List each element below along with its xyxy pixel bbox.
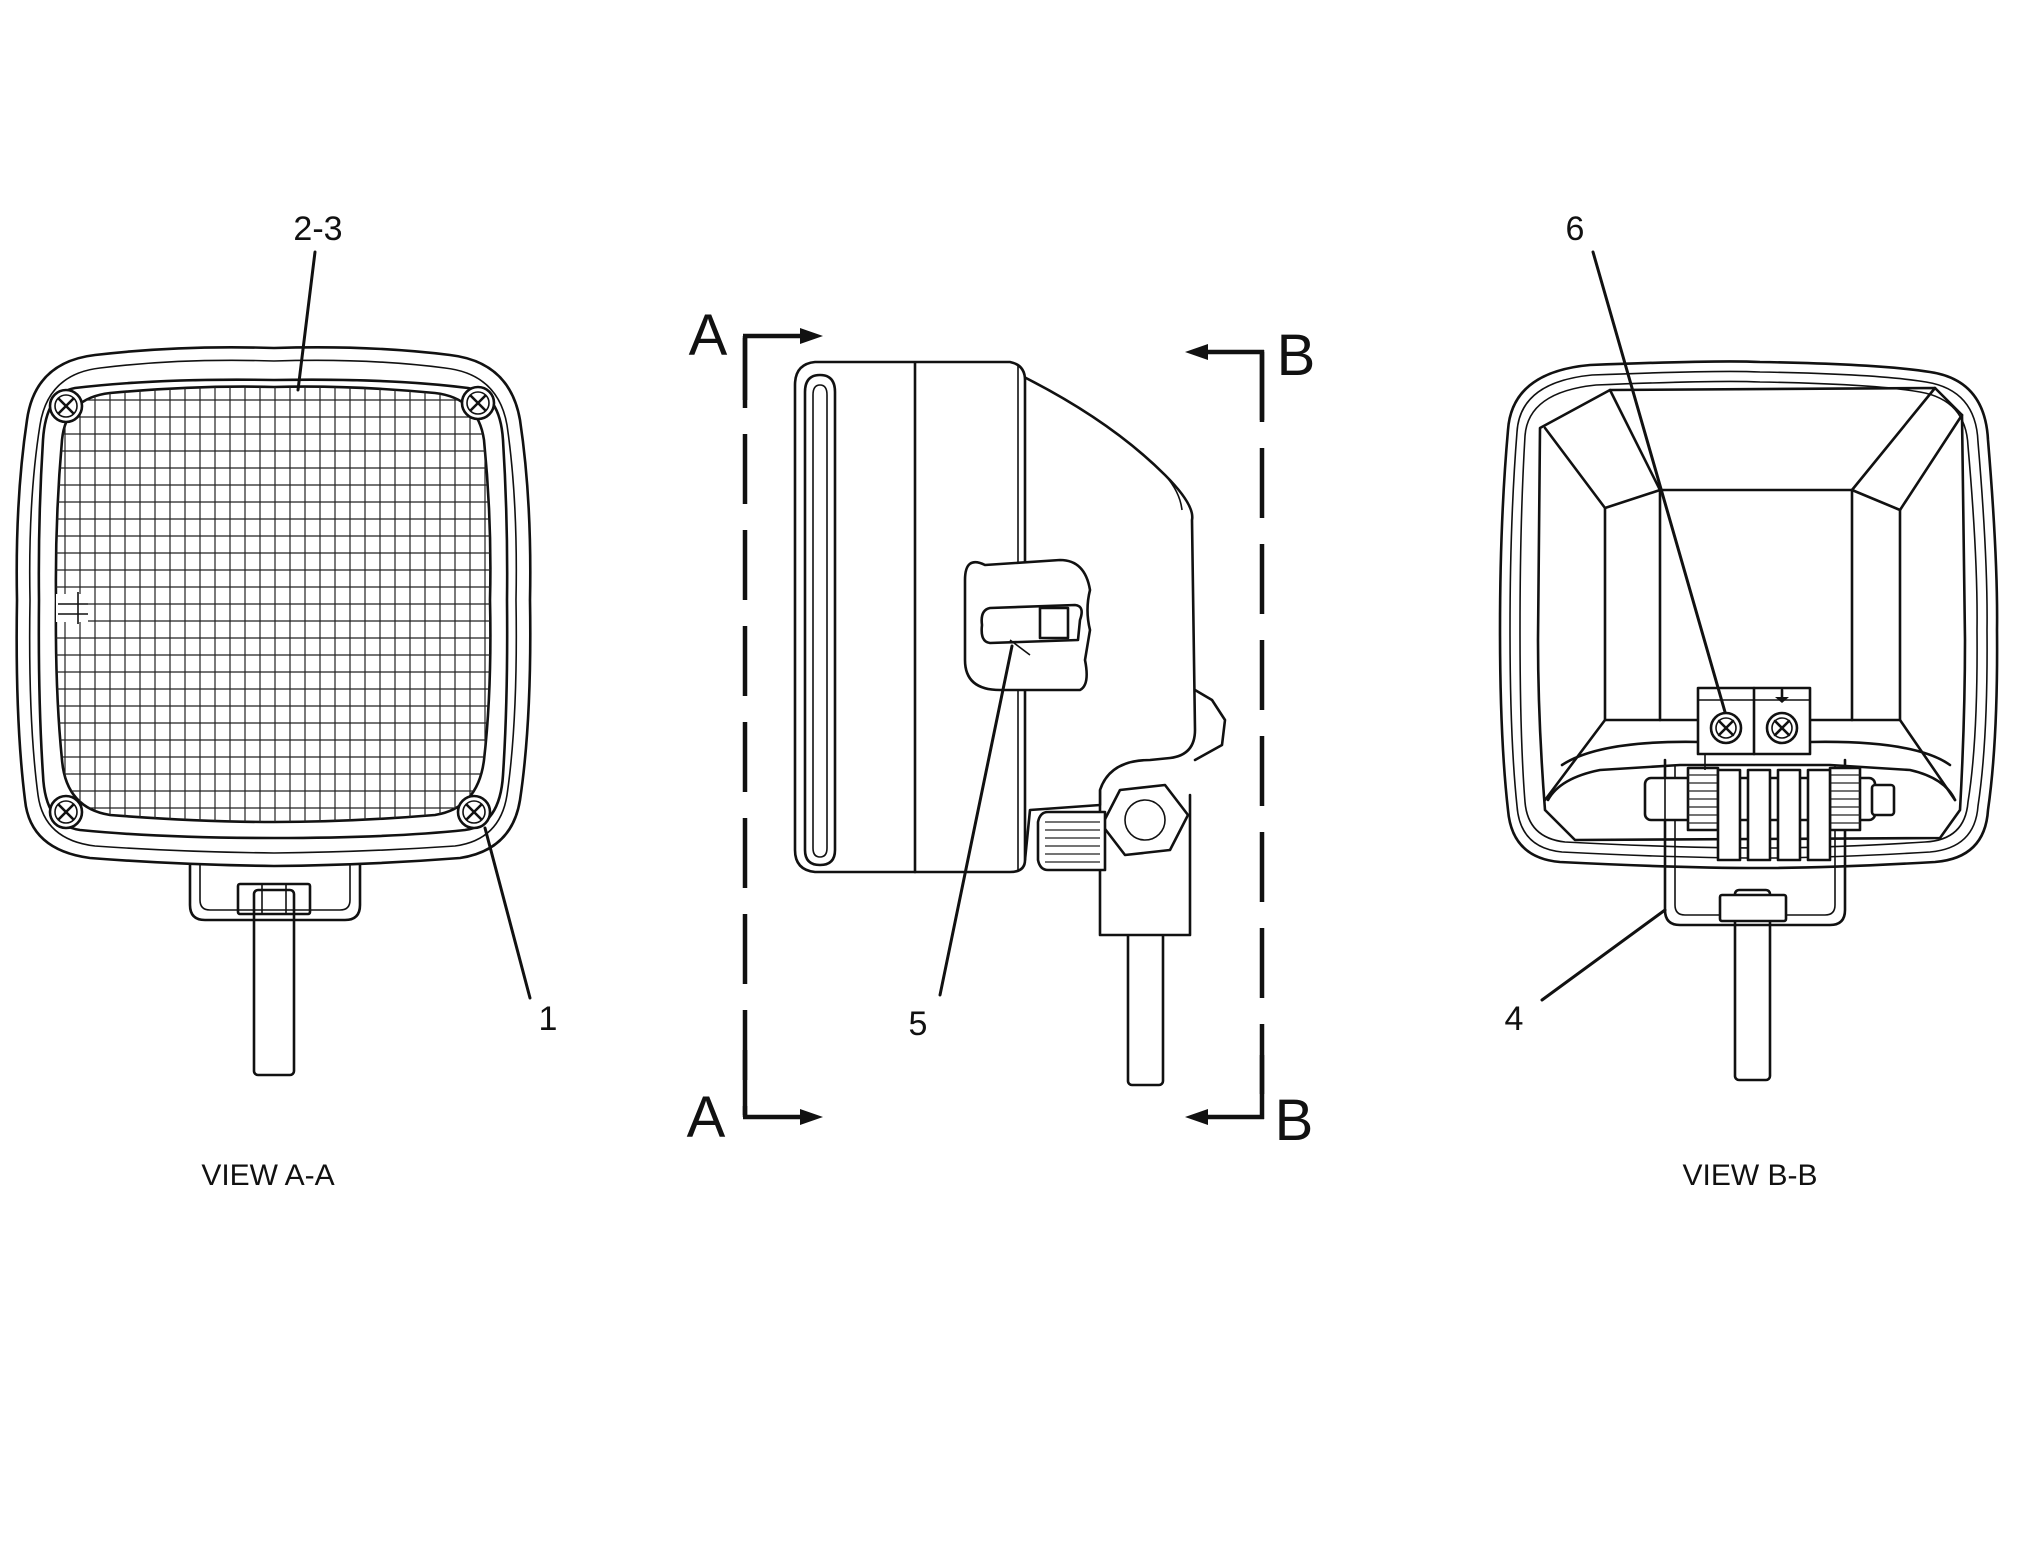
callout-4: 4 [1505, 1000, 1524, 1038]
lamp-lens [54, 385, 492, 824]
section-mark-a-bottom: A [687, 1085, 726, 1150]
reflector-frame [1536, 386, 1967, 842]
cable-connector [1036, 810, 1107, 872]
mounting-stud [252, 888, 296, 1077]
terminal-screw-icon [1709, 711, 1743, 745]
callout-1: 1 [539, 1000, 558, 1038]
mounting-stud [1126, 918, 1165, 1087]
mounting-stud [1733, 888, 1772, 1082]
leader-line-2-3 [296, 250, 317, 392]
mounting-bracket [188, 848, 362, 922]
rear-housing [1498, 360, 1999, 870]
retaining-clip [963, 558, 1092, 692]
view-aa-front-lamp: 2-3 1 VIEW A-A [15, 210, 558, 1192]
leader-line-5 [938, 644, 1014, 997]
callout-2-3: 2-3 [293, 210, 342, 248]
hex-nut [236, 882, 312, 916]
callout-6: 6 [1566, 210, 1585, 248]
caption-view-aa: VIEW A-A [201, 1159, 334, 1192]
section-mark-a-top: A [689, 303, 728, 368]
terminal-screw-icon [1765, 711, 1799, 745]
leader-line-1 [483, 826, 532, 1000]
lamp-housing [15, 346, 532, 868]
screw-icon [456, 794, 492, 830]
section-mark-b-bottom: B [1275, 1088, 1314, 1153]
lens-edge [803, 373, 837, 867]
caption-view-bb: VIEW B-B [1682, 1159, 1817, 1192]
screw-icon [48, 794, 84, 830]
screw-icon [460, 385, 496, 421]
section-mark-b-top: B [1277, 323, 1316, 388]
side-view-lamp: A A B B [687, 303, 1316, 1153]
leader-line-6 [1591, 250, 1727, 714]
terminal-bars [1716, 768, 1832, 862]
knurled-washer [1828, 766, 1862, 832]
view-bb-rear-lamp: 6 4 VIEW B-B [1498, 210, 1999, 1192]
lamp-bezel [37, 378, 509, 840]
front-bezel-side [793, 360, 1027, 874]
callout-5: 5 [909, 1005, 928, 1043]
mounting-bracket [1663, 758, 1847, 927]
rear-housing [1018, 373, 1197, 862]
ground-symbol-icon [1775, 688, 1789, 703]
screw-icon [48, 388, 84, 424]
leader-line-4 [1540, 908, 1667, 1002]
lens-grid-pattern [55, 386, 491, 822]
knurled-washer [1686, 766, 1720, 832]
hex-nut [1718, 893, 1788, 923]
